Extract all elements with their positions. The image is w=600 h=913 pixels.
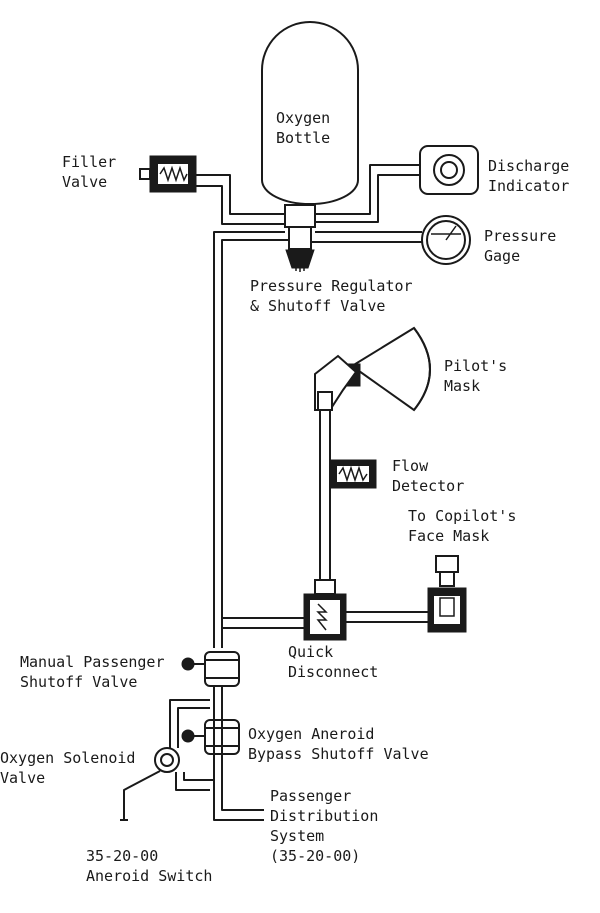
label-line: Quick [288, 643, 334, 661]
label-line: Disconnect [288, 663, 379, 681]
discharge-indicator-label: Discharge Indicator [488, 156, 569, 196]
label-line: 35-20-00 [86, 847, 159, 865]
aneroid-switch-label: 35-20-00 Aneroid Switch [86, 846, 212, 886]
label-line: Filler [62, 153, 117, 171]
copilot-mask-label: To Copilot's Face Mask [408, 506, 516, 546]
oxygen-solenoid-valve-label: Oxygen Solenoid Valve [0, 748, 135, 788]
label-line: Face Mask [408, 527, 490, 545]
oxygen-solenoid-valve [120, 747, 180, 821]
label-line: Distribution [270, 807, 379, 825]
label-line: Manual Passenger [20, 653, 165, 671]
passenger-distribution-label: Passenger Distribution System (35-20-00) [270, 786, 378, 866]
pressure-gage-label: Pressure Gage [484, 226, 556, 266]
label-line: Pilot's [444, 357, 508, 375]
label-line: Flow [392, 457, 429, 475]
label-line: Pressure Regulator [250, 277, 413, 295]
oxygen-bottle-label: Oxygen Bottle [276, 108, 330, 148]
passenger-pipes [169, 686, 264, 821]
label-line: Shutoff Valve [20, 673, 138, 691]
filler-valve-label: Filler Valve [62, 152, 116, 192]
quick-disconnect [303, 579, 347, 641]
label-line: Detector [392, 477, 465, 495]
label-line: Aneroid Switch [86, 867, 213, 885]
label-line: Discharge [488, 157, 570, 175]
label-line: Oxygen [276, 109, 331, 127]
distribution-pipes [222, 611, 428, 629]
manual-passenger-valve-label: Manual Passenger Shutoff Valve [20, 652, 165, 692]
label-line: Passenger [270, 787, 352, 805]
pilots-mask-label: Pilot's Mask [444, 356, 507, 396]
label-line: Valve [0, 769, 46, 787]
label-line: Pressure [484, 227, 557, 245]
pressure-gage [421, 215, 471, 265]
pressure-regulator-label: Pressure Regulator & Shutoff Valve [250, 276, 413, 316]
label-line: Gage [484, 247, 521, 265]
label-line: Bottle [276, 129, 331, 147]
pressure-regulator-valve [284, 204, 316, 272]
manual-passenger-shutoff-valve [181, 651, 240, 687]
label-line: (35-20-00) [270, 847, 361, 865]
filler-valve [139, 155, 197, 193]
label-line: Bypass Shutoff Valve [248, 745, 429, 763]
label-line: Mask [444, 377, 481, 395]
flow-detector-label: Flow Detector [392, 456, 464, 496]
label-line: Oxygen Aneroid [248, 725, 375, 743]
label-line: Indicator [488, 177, 570, 195]
label-line: & Shutoff Valve [250, 297, 386, 315]
label-line: To Copilot's [408, 507, 517, 525]
pilots-mask [314, 326, 431, 590]
label-line: System [270, 827, 325, 845]
label-line: Oxygen Solenoid [0, 749, 136, 767]
discharge-indicator [419, 145, 479, 195]
supply-pipes [196, 164, 422, 648]
aneroid-bypass-valve-label: Oxygen Aneroid Bypass Shutoff Valve [248, 724, 429, 764]
copilot-connector [427, 555, 467, 633]
flow-detector [329, 459, 377, 489]
oxygen-bottle [261, 21, 359, 205]
aneroid-bypass-valve [181, 719, 240, 755]
quick-disconnect-label: Quick Disconnect [288, 642, 378, 682]
label-line: Valve [62, 173, 108, 191]
